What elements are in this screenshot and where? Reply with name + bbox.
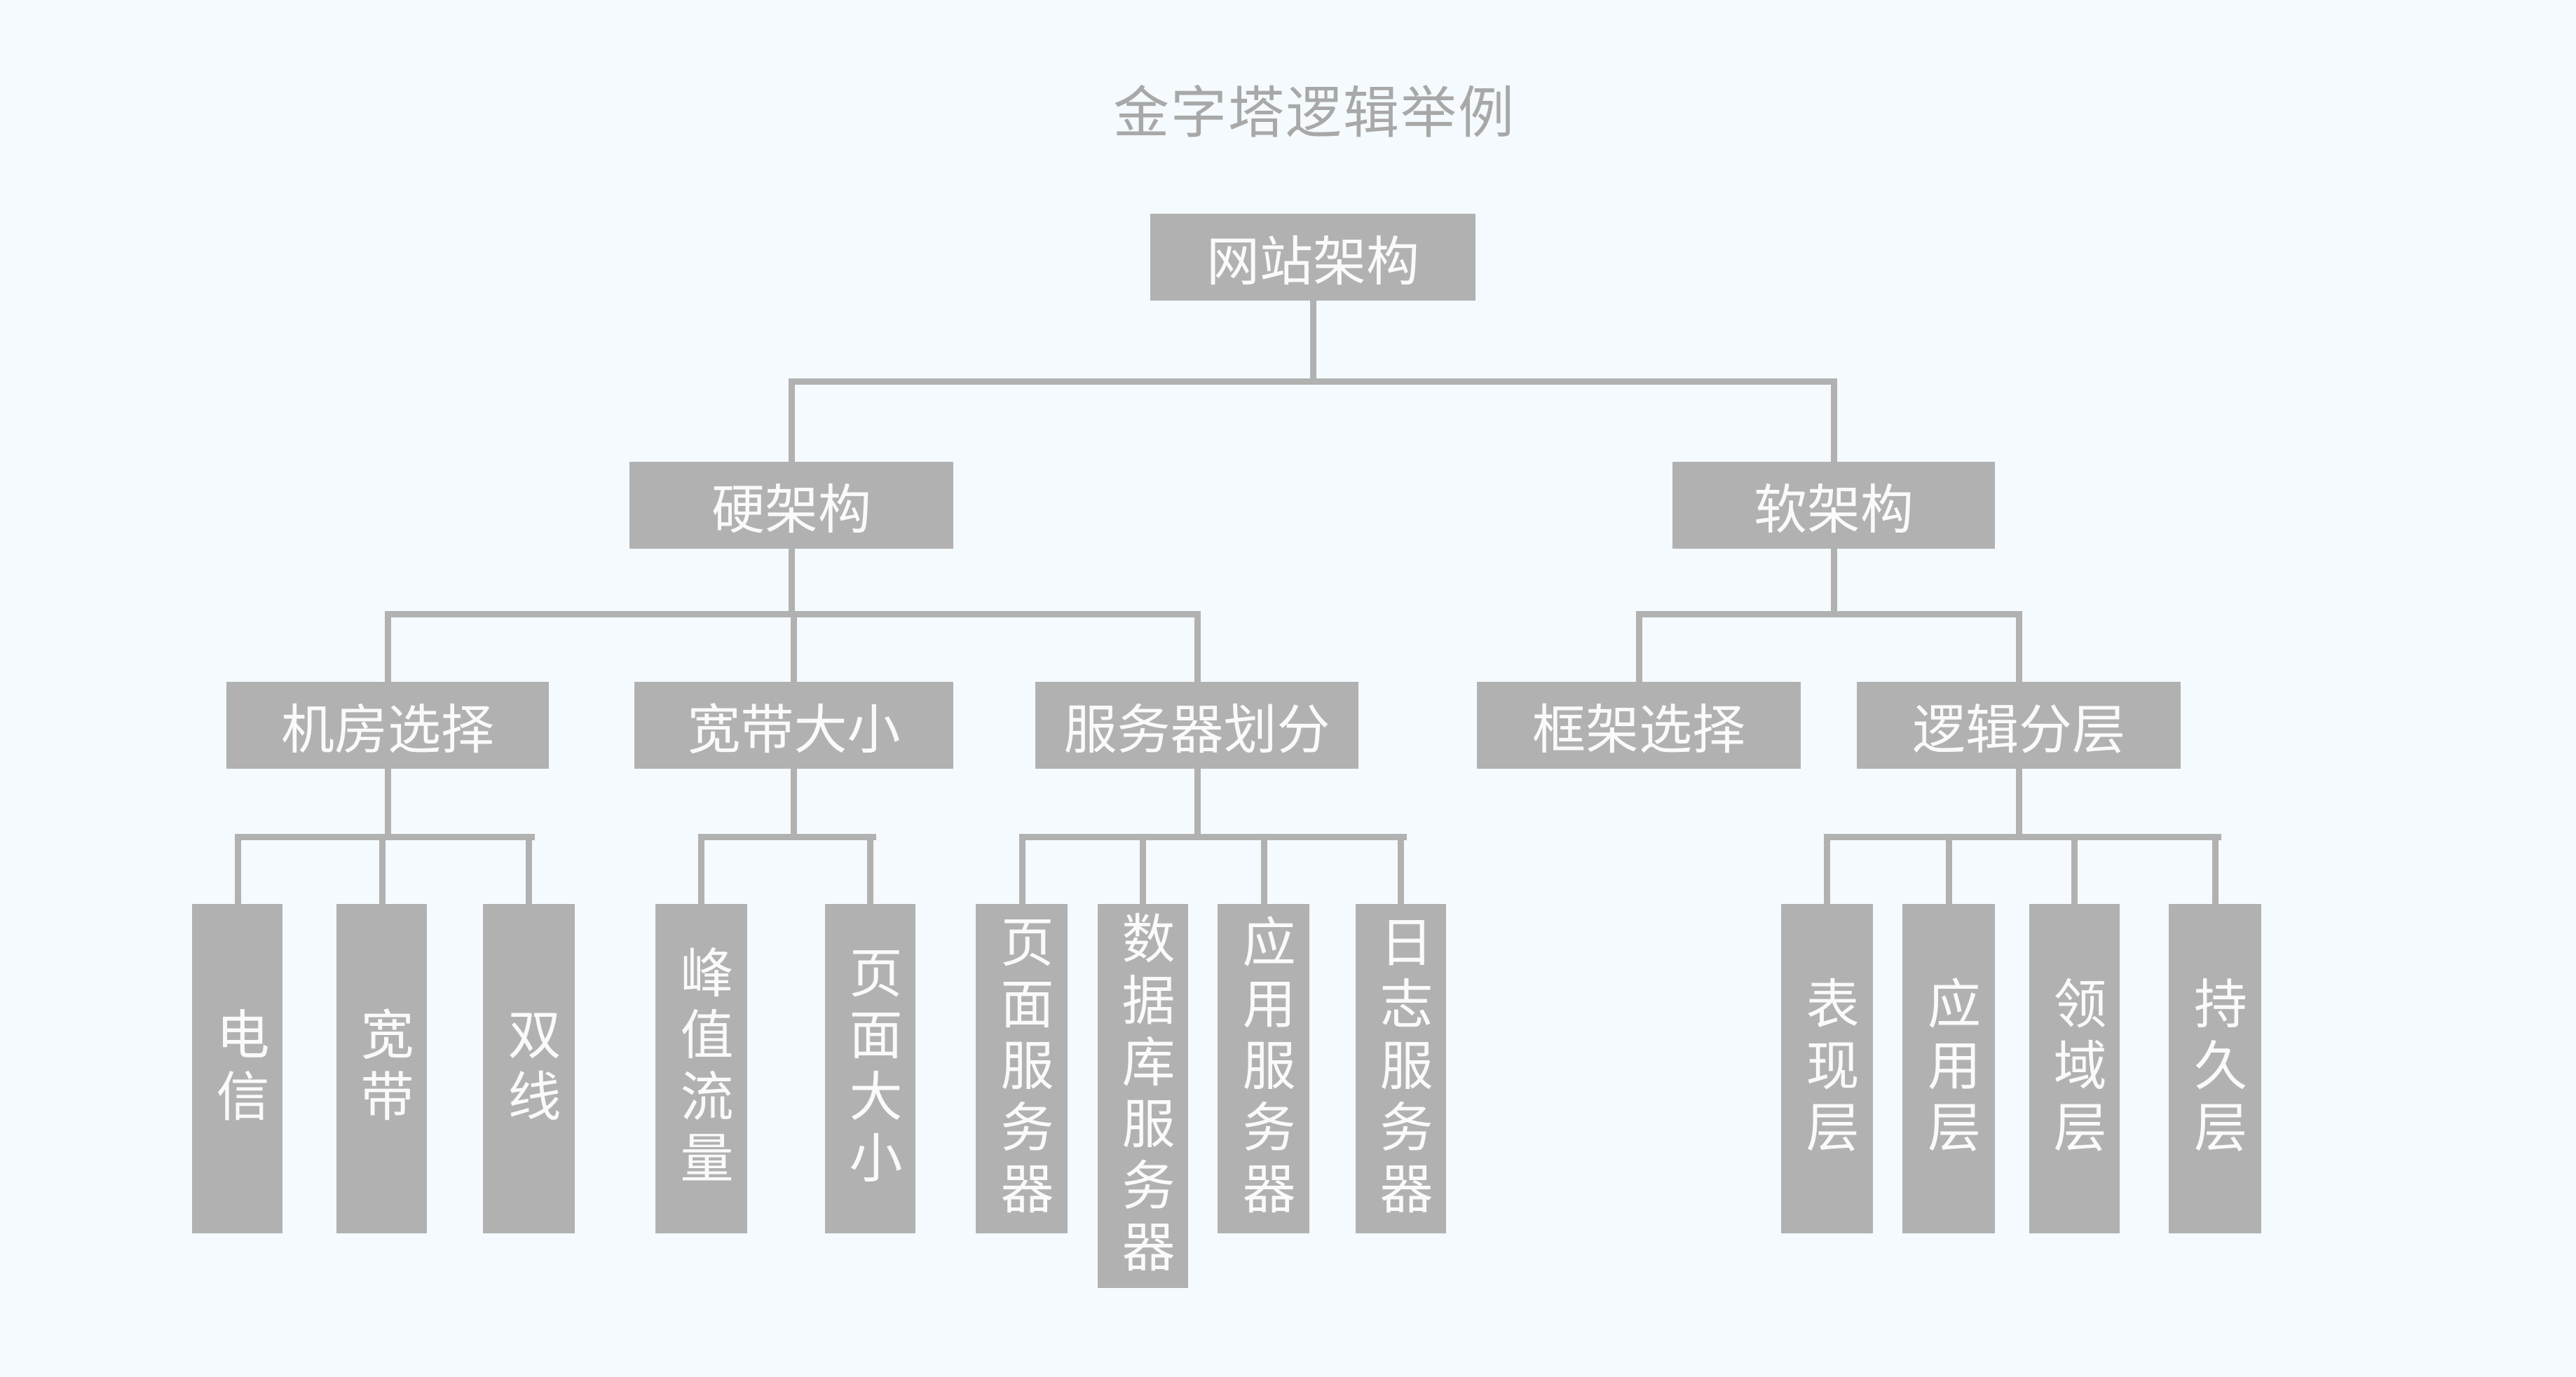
leaf-broadband: 宽带: [336, 904, 427, 1233]
leaf-telecom: 电信: [192, 904, 282, 1233]
connector-soft-children-rail: [1636, 611, 2022, 617]
connector-drop-persistence-layer: [2212, 834, 2219, 904]
connector-drop-app-server: [1261, 834, 1267, 904]
connector-logic-children-rail: [1824, 834, 2221, 840]
node-server-room-selection: 机房选择: [226, 682, 549, 769]
node-website-architecture: 网站架构: [1150, 214, 1476, 301]
leaf-persistence-layer: 持久层: [2169, 904, 2261, 1233]
leaf-page-size: 页面大小: [825, 904, 915, 1233]
diagram-title: 金字塔逻辑举例: [1113, 82, 1515, 144]
connector-drop-page-server: [1019, 834, 1025, 904]
leaf-dual-line: 双线: [483, 904, 575, 1233]
connector-server-division-stem: [1194, 769, 1201, 840]
node-hard-architecture: 硬架构: [629, 462, 953, 549]
connector-drop-server-room-selection: [385, 611, 391, 682]
connector-drop-presentation-layer: [1824, 834, 1830, 904]
connector-drop-dual-line: [526, 834, 532, 904]
connector-drop-framework-selection: [1636, 611, 1642, 682]
node-framework-selection: 框架选择: [1477, 682, 1801, 769]
connector-hard-architecture-stem: [789, 549, 795, 617]
connector-logic-layering-stem: [2016, 769, 2022, 840]
connector-bandwidth-children-rail: [698, 834, 876, 840]
leaf-peak-traffic: 峰值流量: [655, 904, 747, 1233]
node-bandwidth-size: 宽带大小: [634, 682, 953, 769]
connector-drop-broadband: [379, 834, 386, 904]
node-soft-architecture: 软架构: [1672, 462, 1995, 549]
node-logic-layering: 逻辑分层: [1857, 682, 2181, 769]
connector-drop-page-size: [867, 834, 873, 904]
node-server-division: 服务器划分: [1035, 682, 1358, 769]
connector-bandwidth-size-stem: [791, 769, 797, 840]
connector-drop-log-server: [1398, 834, 1404, 904]
connector-drop-database-server: [1140, 834, 1146, 904]
leaf-app-server: 应用服务器: [1218, 904, 1309, 1233]
connector-drop-domain-layer: [2071, 834, 2078, 904]
connector-drop-hard-architecture: [789, 378, 795, 462]
leaf-application-layer: 应用层: [1902, 904, 1995, 1233]
connector-drop-telecom: [235, 834, 241, 904]
leaf-database-server: 数据库服务器: [1098, 904, 1188, 1288]
leaf-page-server: 页面服务器: [976, 904, 1068, 1233]
connector-drop-logic-layering: [2016, 611, 2022, 682]
leaf-domain-layer: 领域层: [2029, 904, 2120, 1233]
leaf-presentation-layer: 表现层: [1781, 904, 1873, 1233]
connector-drop-server-division: [1194, 611, 1201, 682]
connector-root-children-rail: [789, 378, 1837, 385]
leaf-log-server: 日志服务器: [1356, 904, 1446, 1233]
connector-drop-bandwidth-size: [791, 611, 797, 682]
connector-drop-peak-traffic: [698, 834, 704, 904]
connector-soft-architecture-stem: [1831, 549, 1837, 617]
connector-root-stem: [1310, 301, 1316, 385]
connector-drop-application-layer: [1946, 834, 1952, 904]
connector-server-room-selection-stem: [385, 769, 391, 840]
connector-server-division-children-rail: [1019, 834, 1407, 840]
connector-drop-soft-architecture: [1831, 378, 1837, 462]
